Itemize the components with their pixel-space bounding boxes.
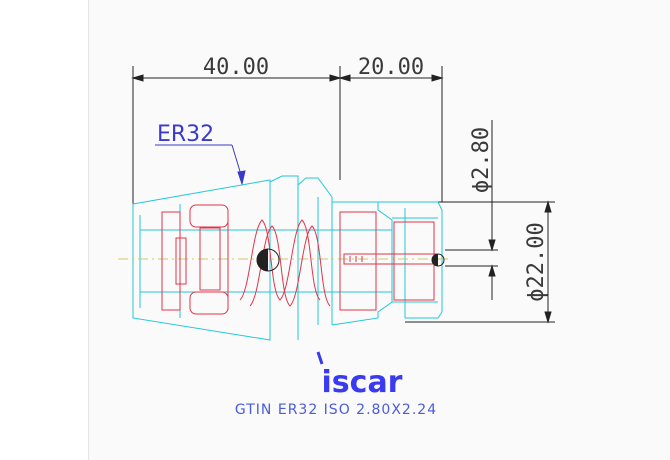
er32-leader xyxy=(155,144,246,186)
logo-mark xyxy=(316,351,324,365)
collet-internals xyxy=(161,204,437,315)
drawing-caption: GTIN ER32 ISO 2.80X2.24 xyxy=(235,402,437,418)
dim-collet-length: 40.00 xyxy=(203,55,269,80)
ball-left-half xyxy=(257,249,268,271)
logo-wordmark: iscar xyxy=(322,365,403,400)
dim-body-diameter: ϕ22.00 xyxy=(524,222,549,301)
brand-logo: iscar xyxy=(316,351,403,400)
ball-right-half xyxy=(432,254,438,266)
dim-insert-diameter: ϕ2.80 xyxy=(469,127,494,193)
er32-callout: ER32 xyxy=(157,122,214,147)
collet-outline xyxy=(132,175,443,341)
dim-shank-length: 20.00 xyxy=(358,55,424,80)
